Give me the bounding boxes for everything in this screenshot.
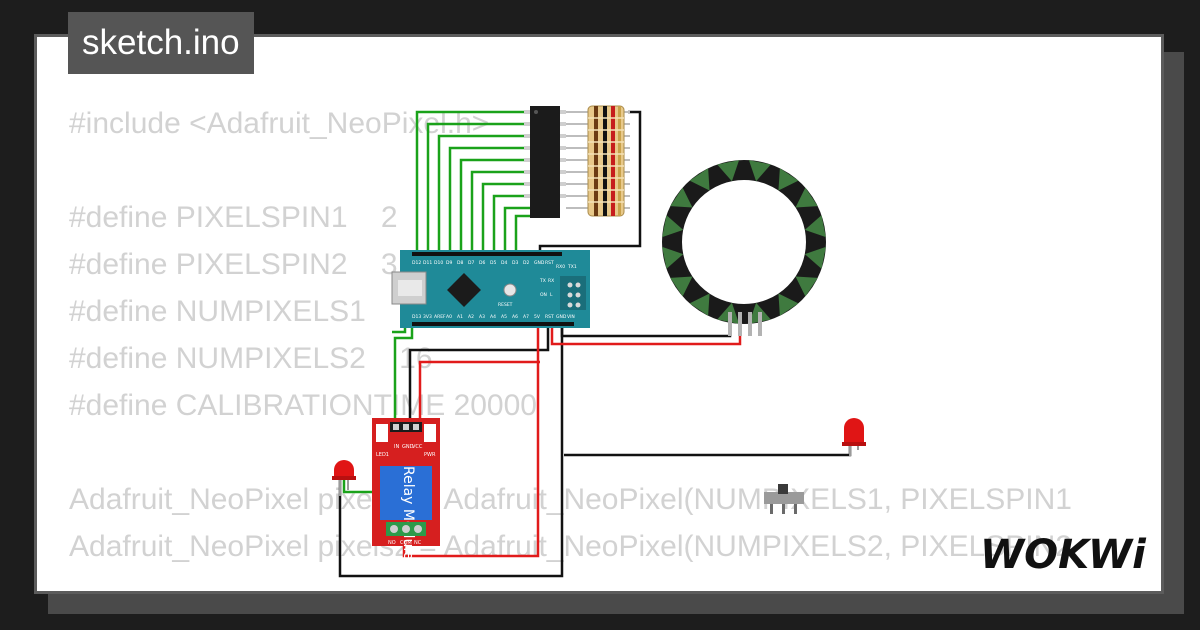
code-line: Adafruit_NeoPixel pixels1 = Adafruit_Neo… [69, 483, 1072, 516]
relay-pin-label: VCC [412, 444, 423, 450]
arduino-nano[interactable]: D12 D11 D10 D9 D8 D7 D6 D5 D4 D3 D2 GND … [391, 250, 590, 328]
relay-module[interactable]: Relay Module IN GND VCC LED1 PWR NO COM … [372, 418, 440, 560]
ring-pixel [689, 293, 710, 316]
ring-pixel [662, 215, 684, 238]
pin-label-bottom: AREF [434, 314, 446, 320]
pin-label-bottom: A0 [446, 314, 452, 320]
pin-label-bottom: A3 [479, 314, 485, 320]
led-label: ON [540, 292, 547, 298]
green-wires [342, 110, 530, 514]
pin-label-bottom: 5V [534, 314, 541, 320]
logo-text: WOKWi [980, 532, 1147, 574]
pin-label-bottom: GND [556, 314, 567, 320]
pin-label-top: RST [545, 260, 554, 266]
ring-pixel [689, 168, 710, 191]
relay-terminal-label: NO [388, 540, 396, 546]
pin-label-bottom: A4 [490, 314, 496, 320]
ring-pixel [670, 276, 693, 297]
led-label: L [550, 292, 553, 298]
code-line: #define PIXELSPIN1 2 [69, 201, 398, 234]
relay-label: Relay Module [400, 466, 416, 560]
resistor-array[interactable] [566, 105, 630, 217]
relay-indicator-label: LED1 [376, 452, 389, 458]
ring-pixel [748, 160, 771, 182]
led-left[interactable] [332, 460, 356, 496]
led-right[interactable] [842, 418, 866, 456]
pin-label-top: D6 [479, 260, 485, 266]
pin-label-bottom: A1 [457, 314, 463, 320]
code-line: #define NUMPIXELS2 16 [69, 342, 433, 375]
pin-label-top: D2 [523, 260, 529, 266]
ring-pixel [795, 276, 818, 297]
pin-label-bottom: RST [545, 314, 554, 320]
pin-label-top: D4 [501, 260, 507, 266]
relay-pin-label: IN [394, 444, 399, 450]
pin-label-top: D3 [512, 260, 518, 266]
pin-label-bottom: 3V3 [423, 314, 432, 320]
pin-label-top: TX1 [567, 264, 577, 270]
code-line: #define NUMPIXELS1 16 [69, 295, 433, 328]
pin-label-top: RX0 [556, 264, 565, 270]
pin-label-top: D10 [434, 260, 443, 266]
led-label: TX [539, 278, 546, 284]
file-tab[interactable]: sketch.ino [68, 12, 254, 74]
slide-switch[interactable] [764, 484, 804, 514]
neopixel-ring[interactable] [662, 160, 826, 336]
ring-pixel [795, 187, 818, 208]
pin-label-top: D12 [412, 260, 421, 266]
pin-label-bottom: A2 [468, 314, 474, 320]
code-line: #define CALIBRATIONTIME 20000 [69, 389, 537, 422]
pin-label-top: GND [534, 260, 545, 266]
shift-register-chip[interactable] [524, 106, 566, 218]
pin-label-top: D8 [457, 260, 463, 266]
led-label: RX [548, 278, 554, 284]
ring-pixel [670, 187, 693, 208]
pin-label-bottom: A5 [501, 314, 507, 320]
pin-label-top: D5 [490, 260, 496, 266]
ring-pixel [717, 160, 740, 182]
wokwi-logo: WOKWi [980, 532, 1147, 574]
relay-indicator-label: PWR [424, 452, 436, 458]
pin-label-top: D11 [423, 260, 432, 266]
red-wires [402, 322, 742, 558]
ring-pixel [778, 293, 799, 316]
reset-label: RESET [498, 302, 513, 308]
code-line: #define PIXELSPIN2 3 [69, 248, 398, 281]
ring-pixel [778, 168, 799, 191]
pin-label-top: D7 [468, 260, 474, 266]
ring-pixel [804, 215, 826, 238]
pin-label-bottom: VIN [567, 314, 575, 320]
pin-label-top: D9 [446, 260, 452, 266]
pin-label-bottom: A6 [512, 314, 518, 320]
ring-pixel [804, 246, 826, 269]
ring-pixel [662, 246, 684, 269]
pin-label-bottom: A7 [523, 314, 529, 320]
relay-terminal-label: NC [414, 540, 422, 546]
relay-pin-label: GND [402, 444, 414, 450]
pin-label-bottom: D13 [412, 314, 421, 320]
relay-terminal-label: COM [400, 540, 412, 546]
